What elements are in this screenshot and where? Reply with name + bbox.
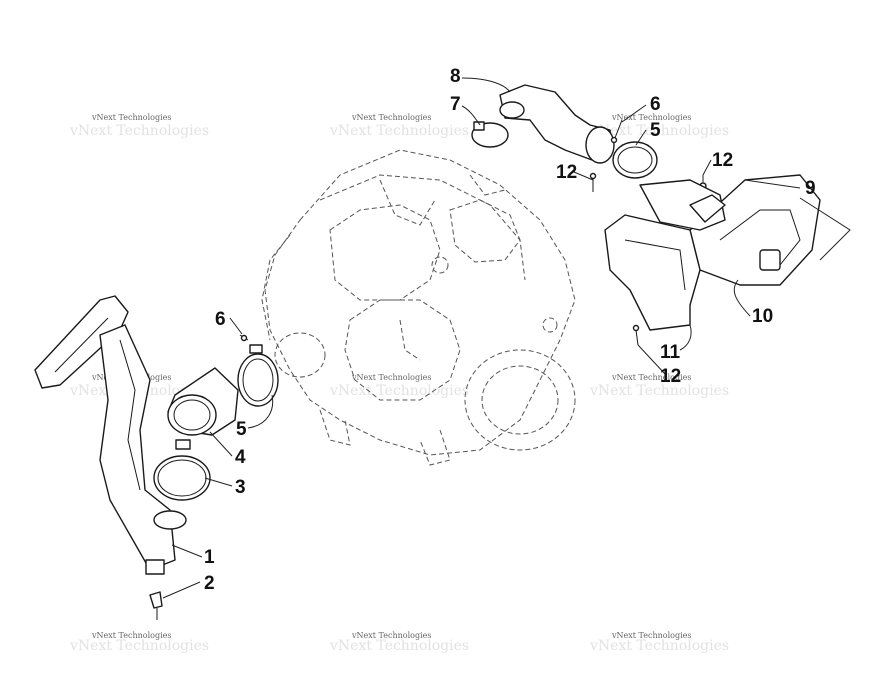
watermark-ghost: vNext Technologies	[329, 383, 469, 399]
callout-12-left: 12	[556, 162, 577, 183]
callout-9: 9	[805, 178, 816, 199]
callout-12-lower: 12	[660, 366, 681, 387]
leader-lines	[162, 77, 851, 599]
callout-6: 6	[215, 309, 226, 330]
part-clamp-lower	[153, 439, 211, 501]
watermark: vNext Technologies	[611, 113, 691, 122]
watermark: vNext Technologies	[351, 373, 431, 382]
callout-11: 11	[660, 342, 681, 363]
callout-labels: 1 2 3 4 5 5 6 6 7 8 9 10 11 12 12 12	[204, 66, 816, 594]
part-duct-10	[639, 179, 726, 231]
part-screw-upper	[610, 119, 623, 144]
part-screw	[149, 591, 163, 620]
watermark-ghost: vNext Technologies	[589, 638, 729, 654]
callout-3: 3	[235, 477, 246, 498]
watermark-ghost: vNext Technologies	[69, 123, 209, 139]
part-screw-small	[239, 334, 249, 342]
callout-6-upper: 6	[650, 94, 661, 115]
watermark-ghost: vNext Technologies	[329, 638, 469, 654]
callout-5: 5	[236, 419, 247, 440]
part-clamp-right	[612, 141, 658, 179]
part-clamp-upper	[471, 121, 509, 148]
watermark: vNext Technologies	[91, 113, 171, 122]
callout-5-upper: 5	[650, 120, 661, 141]
watermark: vNext Technologies	[91, 631, 171, 640]
watermark: vNext Technologies	[611, 631, 691, 640]
callout-1: 1	[204, 547, 215, 568]
part-upper-duct	[499, 84, 615, 164]
watermark-ghost: vNext Technologies	[589, 123, 729, 139]
watermark: vNext Technologies	[351, 113, 431, 122]
watermark-ghost: vNext Technologies	[69, 638, 209, 654]
callout-4: 4	[235, 447, 246, 468]
watermark-ghost: vNext Technologies	[329, 123, 469, 139]
part-screw-12	[589, 172, 707, 346]
watermark: vNext Technologies	[351, 631, 431, 640]
part-boot	[167, 367, 239, 436]
watermark: vNext Technologies	[611, 373, 691, 382]
part-clamp-middle	[237, 344, 279, 407]
callout-7: 7	[450, 94, 461, 115]
watermark-ghost: vNext Technologies	[589, 383, 729, 399]
engine-outline	[261, 149, 576, 466]
part-duct-11	[604, 214, 701, 331]
callout-12-right: 12	[712, 150, 733, 171]
watermark-layer: vNext Technologies vNext Technologies vN…	[69, 113, 729, 654]
part-intake-duct	[34, 295, 187, 575]
callout-8: 8	[450, 66, 461, 87]
callout-10: 10	[752, 306, 773, 327]
callout-2: 2	[204, 573, 215, 594]
